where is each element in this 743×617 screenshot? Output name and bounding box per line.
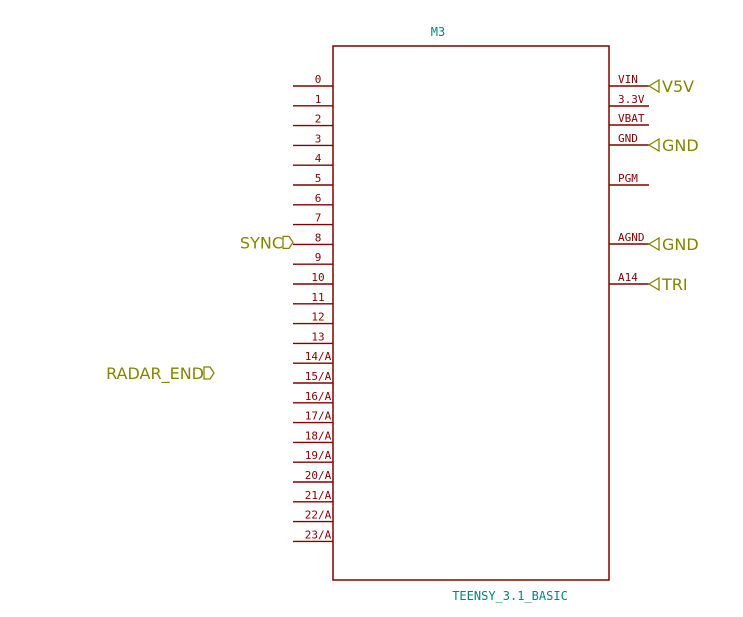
left-pin-0-label: 0 [315, 73, 322, 86]
right-net-3-text: GND [662, 136, 699, 155]
right-net-0-text: V5V [662, 77, 694, 96]
left-pin-9-label: 9 [315, 251, 322, 264]
left-pin-2-label: 2 [315, 113, 322, 126]
right-net-0-flag [647, 78, 660, 94]
left-pins-group: 01234567891011121314/A15/A16/A17/A18/A19… [293, 73, 333, 543]
left-pin-16-label: 16/A [305, 390, 332, 403]
left-pin-19-label: 19/A [305, 449, 332, 462]
left-pin-12-label: 12 [311, 311, 324, 324]
left-pin-21-label: 21/A [305, 489, 332, 502]
left-pin-7-label: 7 [315, 212, 322, 225]
left-pin-23-label: 23/A [305, 528, 332, 541]
right-pin-6-label: A14 [618, 271, 638, 284]
component-reference: M3 [431, 25, 445, 39]
left-pin-6-label: 6 [315, 192, 322, 205]
right-pin-2-label: VBAT [618, 112, 645, 125]
left-net-label-0-text: SYNC [240, 233, 283, 252]
left-pin-10-label: 10 [311, 271, 324, 284]
left-pin-8-label: 8 [315, 231, 322, 244]
right-net-6-flag [647, 276, 660, 292]
right-pin-3-label: GND [618, 132, 638, 145]
left-net-label-1-text: RADAR_END [106, 364, 204, 384]
left-pin-5-label: 5 [315, 172, 322, 185]
left-pin-18-label: 18/A [305, 429, 332, 442]
right-pin-5-label: AGND [618, 231, 645, 244]
right-net-5-flag [647, 236, 660, 252]
left-pin-1-label: 1 [315, 93, 322, 106]
right-pin-4-label: PGM [618, 172, 638, 185]
component-value: TEENSY_3.1_BASIC [452, 589, 568, 603]
left-pin-3-label: 3 [315, 132, 322, 145]
left-pin-20-label: 20/A [305, 469, 332, 482]
right-pins-group: VIN V5V 3.3V VBAT GND GND PGM AGND GND A14 TRI [609, 73, 699, 294]
right-net-5-text: GND [662, 235, 699, 254]
net-labels-group: SYNC RADAR_END [106, 233, 294, 384]
right-net-3-flag [647, 137, 660, 153]
left-pin-4-label: 4 [315, 152, 322, 165]
right-pin-0-label: VIN [618, 73, 638, 86]
component-body[interactable] [332, 45, 610, 581]
left-pin-13-label: 13 [311, 330, 324, 343]
left-pin-15-label: 15/A [305, 370, 332, 383]
left-pin-22-label: 22/A [305, 509, 332, 522]
left-pin-11-label: 11 [311, 291, 324, 304]
right-pin-1-label: 3.3V [618, 93, 645, 106]
left-net-label-0-flag [282, 235, 294, 250]
left-net-label-1-flag [203, 366, 215, 380]
left-pin-17-label: 17/A [305, 410, 332, 423]
right-net-6-text: TRI [661, 275, 688, 294]
left-pin-14-label: 14/A [305, 350, 332, 363]
